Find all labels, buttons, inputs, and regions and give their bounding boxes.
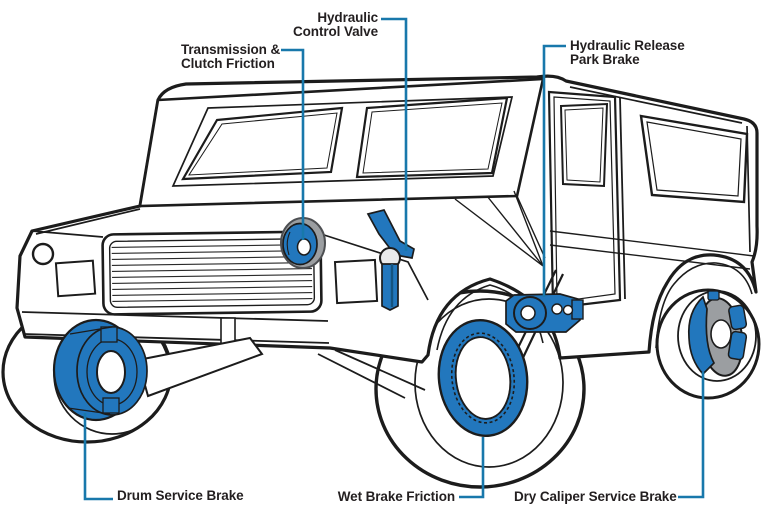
leader-drum-service-brake (83, 413, 113, 501)
label-line: Hydraulic Release (570, 38, 685, 53)
label-line: Control Valve (293, 24, 378, 39)
windshield (138, 77, 545, 208)
dry-caliper-service-brake-part (687, 290, 748, 377)
leader-dry-caliper (678, 372, 705, 499)
wet-brake-friction-part (437, 318, 529, 438)
grille (101, 230, 323, 316)
transmission-clutch-friction-part (280, 217, 326, 269)
front-marker-left (54, 259, 97, 298)
label-hydraulic-control-valve: Hydraulic Control Valve (268, 11, 378, 39)
door-window (559, 102, 609, 188)
rear-window (639, 114, 749, 204)
label-dry-caliper-service-brake: Dry Caliper Service Brake (514, 489, 677, 504)
label-wet-brake-friction: Wet Brake Friction (337, 489, 455, 504)
front-marker-right (333, 258, 379, 305)
label-line: Hydraulic (317, 10, 378, 25)
hydraulic-control-valve-part (366, 209, 415, 311)
door (547, 90, 622, 310)
leader-park-brake (542, 44, 566, 297)
label-transmission-clutch-friction: Transmission & Clutch Friction (181, 43, 280, 71)
label-line: Park Brake (570, 52, 640, 67)
hydraulic-release-park-brake-part (505, 293, 584, 333)
headlight (31, 242, 55, 266)
caliper-left (687, 295, 716, 376)
leader-wet-brake-friction (459, 437, 485, 499)
leader-transmission-clutch (281, 48, 305, 240)
label-drum-service-brake: Drum Service Brake (117, 488, 244, 503)
windshield-right-pane (355, 96, 509, 179)
label-line: Transmission & (181, 42, 281, 57)
leader-lines (83, 17, 705, 501)
drum-service-brake-part (52, 318, 148, 422)
leader-hydraulic-control-valve (381, 17, 408, 251)
label-line: Clutch Friction (181, 56, 275, 71)
label-hydraulic-release-park-brake: Hydraulic Release Park Brake (570, 39, 685, 67)
